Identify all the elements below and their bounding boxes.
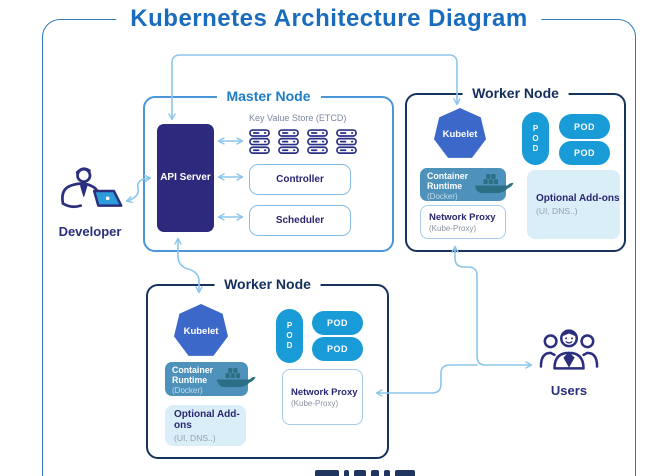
- worker-node-bottom-title: Worker Node: [214, 276, 321, 292]
- scheduler-box: Scheduler: [249, 205, 351, 236]
- worker-node-bottom: Worker Node Kubelet Container Runtime (D…: [146, 276, 389, 459]
- container-runtime-label: Container Runtime: [172, 365, 214, 385]
- network-proxy-label: Network Proxy: [291, 386, 358, 398]
- users-label: Users: [550, 383, 588, 398]
- optional-addons-label: Optional Add-ons: [174, 408, 240, 431]
- controller-box: Controller: [249, 164, 351, 195]
- developer-icon: [61, 167, 123, 209]
- docker-whale-icon: [474, 174, 514, 194]
- optional-addons-box: Optional Add-ons (UI, DNS..): [165, 405, 246, 446]
- kubelet-badge: Kubelet: [434, 108, 486, 158]
- etcd-database-row: [249, 129, 357, 155]
- cropped-logo: [315, 470, 415, 476]
- master-node-title: Master Node: [216, 88, 321, 104]
- optional-addons-label: Optional Add-ons: [536, 193, 620, 204]
- network-proxy-box: Network Proxy (Kube-Proxy): [420, 205, 506, 239]
- page-title: Kubernetes Architecture Diagram: [116, 5, 542, 33]
- pod-pill: POD: [312, 311, 363, 335]
- optional-addons-sub: (UI, DNS..): [536, 206, 578, 216]
- container-runtime-label: Container Runtime: [427, 171, 469, 191]
- container-runtime-sub: (Docker): [172, 386, 203, 396]
- developer-label: Developer: [58, 224, 122, 239]
- worker-node-top-title: Worker Node: [462, 85, 569, 101]
- kubelet-badge: Kubelet: [174, 304, 228, 356]
- master-node-box: Master Node API Server Key Value Store (…: [143, 88, 394, 252]
- developer-actor: Developer: [50, 164, 130, 239]
- users-icon: [539, 329, 599, 370]
- network-proxy-box: Network Proxy (Kube-Proxy): [282, 369, 363, 425]
- container-runtime-box: Container Runtime (Docker): [420, 168, 514, 202]
- container-runtime-sub: (Docker): [427, 192, 458, 202]
- database-icon: [307, 129, 328, 155]
- api-server-box: API Server: [157, 124, 214, 232]
- optional-addons-sub: (UI, DNS..): [174, 432, 216, 443]
- pod-pill-vertical: POD: [276, 309, 303, 363]
- container-runtime-box: Container Runtime (Docker): [165, 362, 256, 396]
- kubelet-label: Kubelet: [183, 325, 219, 337]
- worker-node-top: Worker Node Kubelet Container Runtime (D…: [405, 85, 626, 252]
- database-icon: [336, 129, 357, 155]
- network-proxy-label: Network Proxy: [429, 211, 496, 223]
- network-proxy-sub: (Kube-Proxy): [291, 398, 339, 408]
- docker-whale-icon: [216, 368, 256, 388]
- pod-pill: POD: [312, 337, 363, 361]
- pod-pill: POD: [559, 141, 610, 165]
- pod-pill-vertical: POD: [522, 112, 549, 165]
- pod-pill: POD: [559, 114, 610, 139]
- users-actor: Users: [537, 325, 601, 398]
- optional-addons-box: Optional Add-ons (UI, DNS..): [527, 170, 620, 239]
- etcd-label: Key Value Store (ETCD): [249, 113, 347, 123]
- api-server-label: API Server: [160, 172, 211, 184]
- controller-label: Controller: [276, 174, 324, 185]
- scheduler-label: Scheduler: [275, 215, 325, 226]
- database-icon: [278, 129, 299, 155]
- database-icon: [249, 129, 270, 155]
- network-proxy-sub: (Kube-Proxy): [429, 223, 477, 233]
- kubelet-label: Kubelet: [442, 128, 478, 140]
